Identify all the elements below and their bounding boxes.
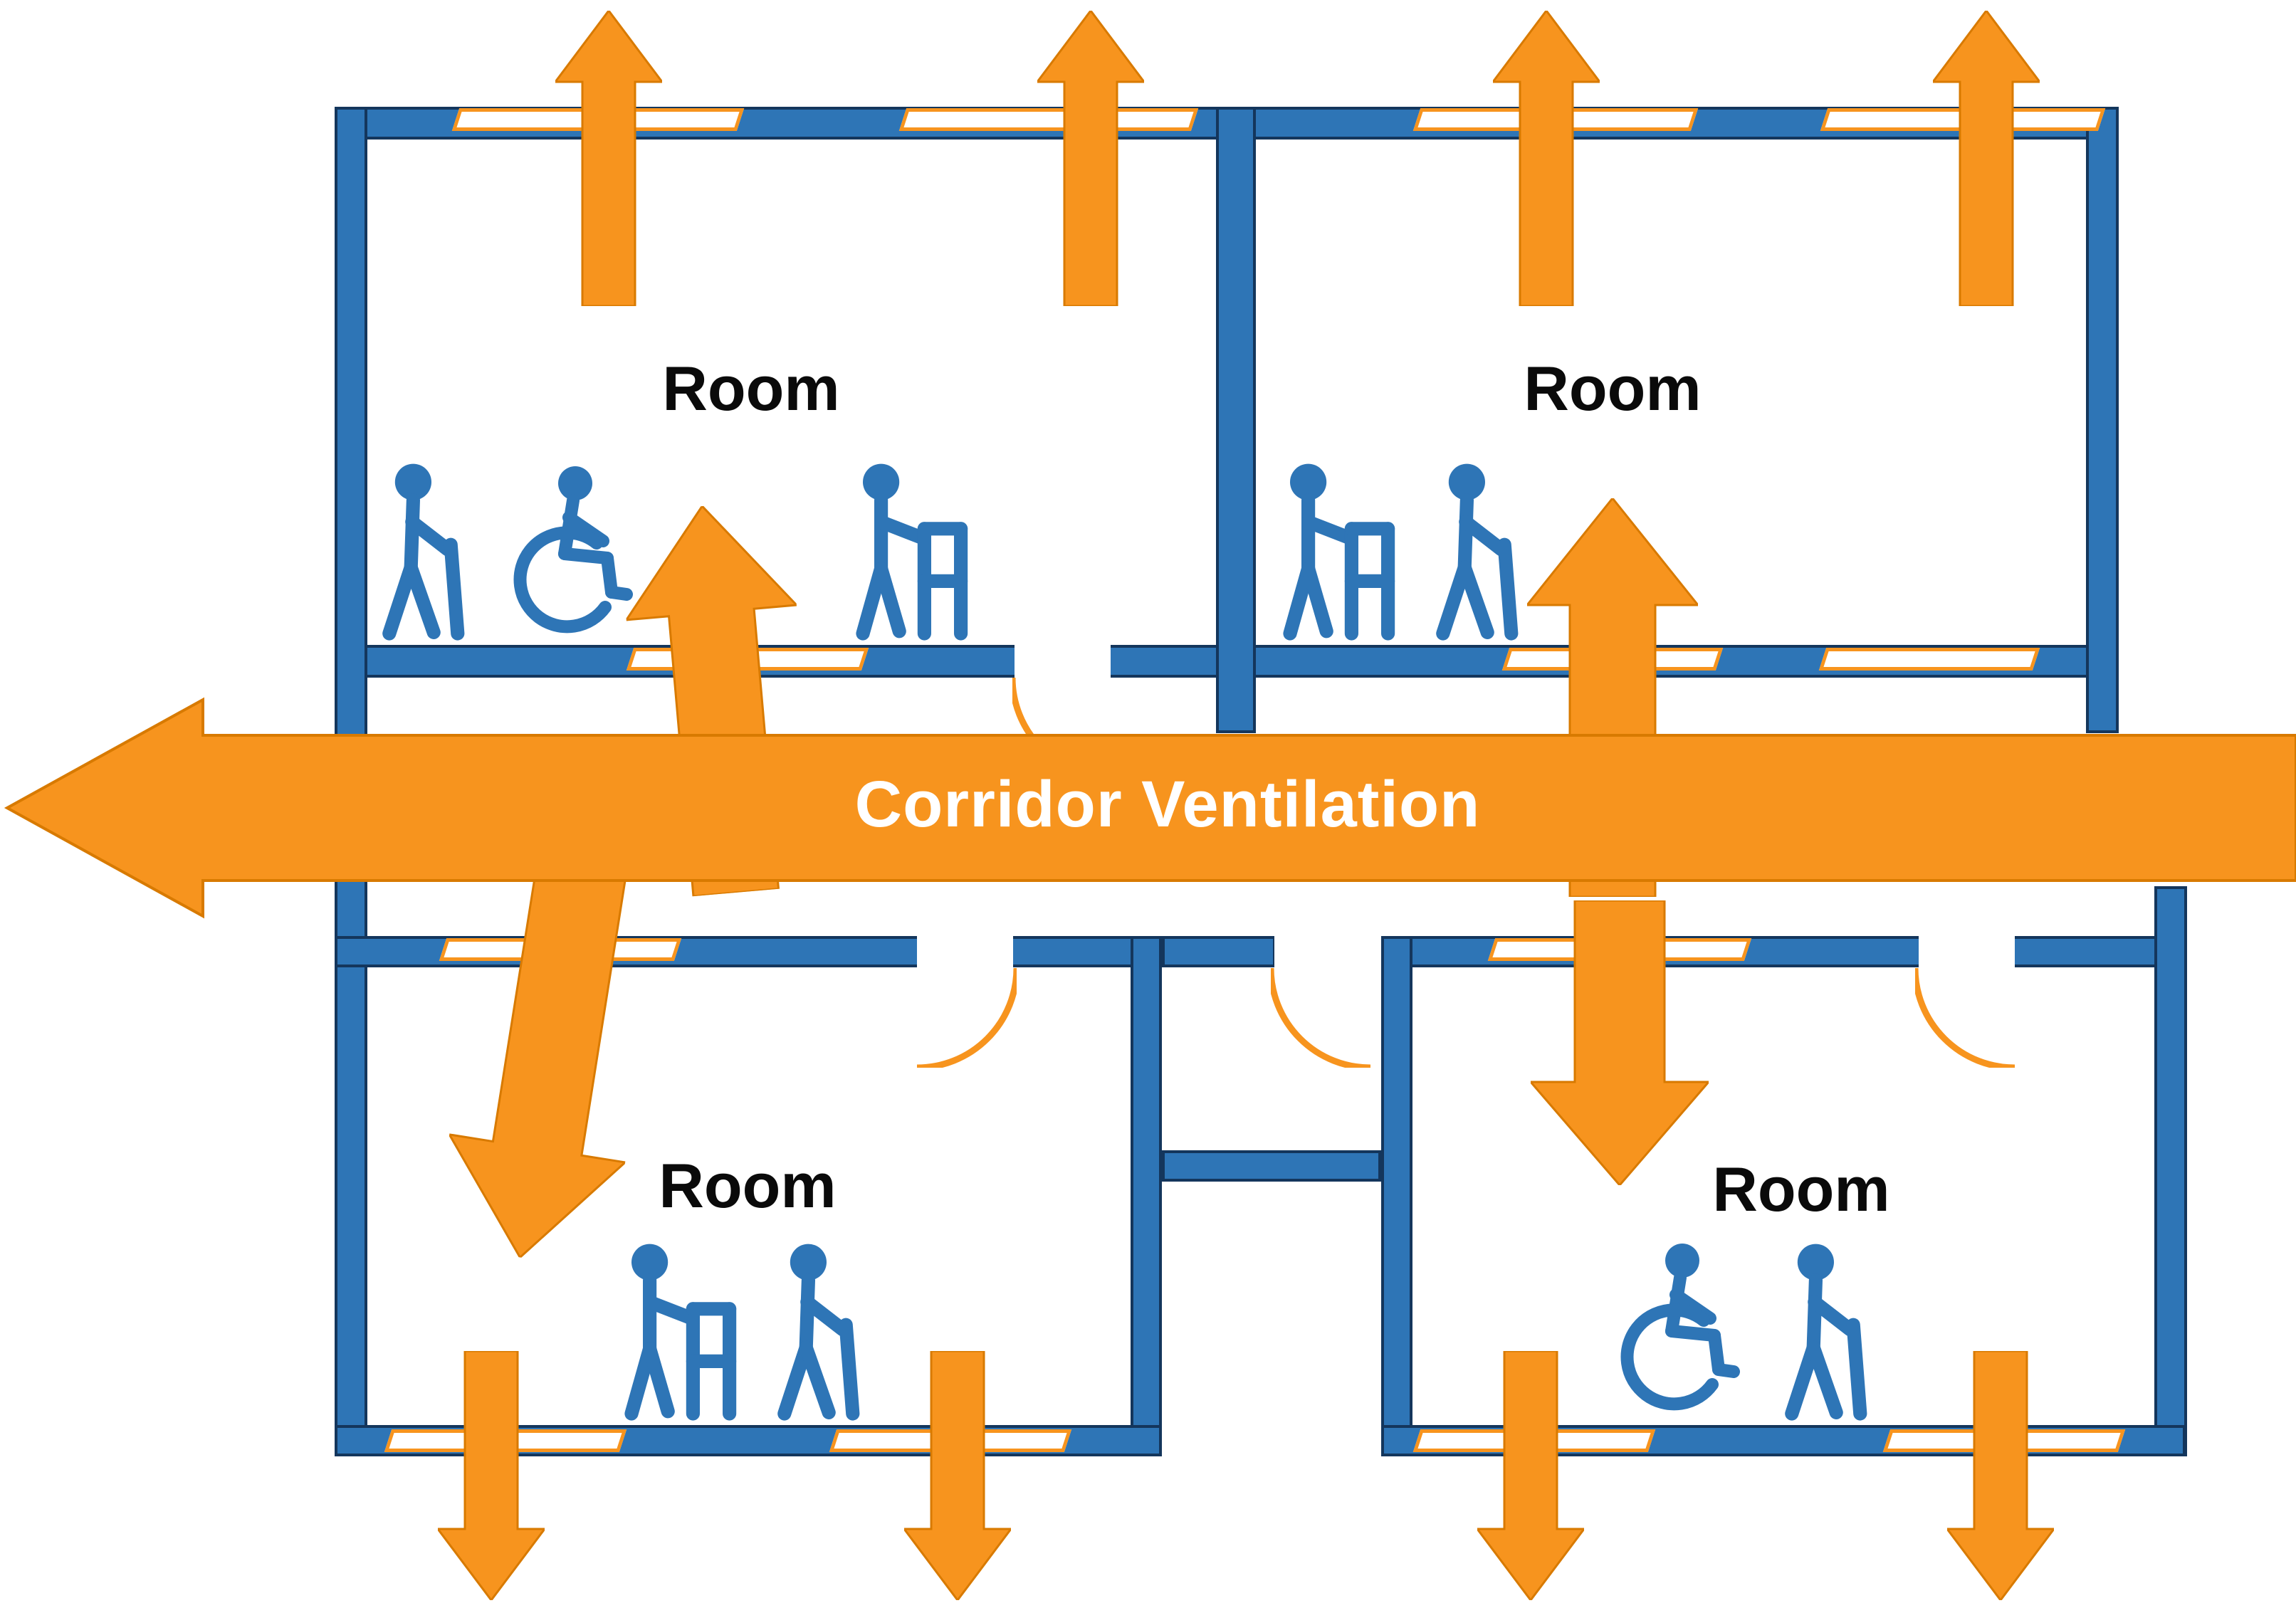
window-exhaust-down-arrow bbox=[1947, 1351, 2054, 1600]
window-exhaust-up-arrow bbox=[1037, 11, 1144, 306]
corridor-ventilation-label: Corridor Ventilation bbox=[854, 768, 1481, 841]
door-swing-arc bbox=[1915, 968, 2015, 1068]
wall-between-top-rooms bbox=[1216, 107, 1256, 733]
wheelchair-user-icon bbox=[1605, 1244, 1755, 1425]
window-exhaust-up-arrow bbox=[555, 11, 662, 306]
wall-top-right-room-right bbox=[2086, 107, 2119, 733]
window-exhaust-down-arrow bbox=[1477, 1351, 1584, 1600]
room-label-bottom-left: Room bbox=[659, 1150, 837, 1221]
person-with-cane-icon bbox=[1766, 1243, 1891, 1425]
wall-bottom-left-room-right bbox=[1131, 936, 1162, 1456]
window-exhaust-up-arrow bbox=[1933, 11, 2040, 306]
wall-nook-bottom bbox=[1162, 1150, 1381, 1182]
door-swing-arc bbox=[1271, 968, 1370, 1068]
person-with-walker-icon bbox=[609, 1243, 745, 1425]
door-opening bbox=[1919, 933, 2015, 970]
person-with-cane-icon bbox=[363, 463, 488, 645]
window-exhaust-down-arrow bbox=[904, 1351, 1011, 1600]
room-label-top-right: Room bbox=[1524, 353, 1702, 424]
corridor-ventilation-arrow bbox=[4, 697, 2296, 919]
wall-bottom-right-room-right bbox=[2154, 886, 2187, 1456]
door-opening bbox=[1274, 933, 1381, 970]
wall-bottom-right-room-left bbox=[1381, 936, 1412, 1456]
wall-nook-top bbox=[1162, 936, 1276, 967]
window-exhaust-down-arrow bbox=[438, 1351, 545, 1600]
room-label-top-left: Room bbox=[662, 353, 840, 424]
door-opening bbox=[1015, 642, 1111, 680]
door-swing-arc bbox=[917, 968, 1017, 1068]
corridor-to-room-down-arrow bbox=[1531, 900, 1709, 1185]
window-vent bbox=[1818, 648, 2040, 671]
wheelchair-user-icon bbox=[498, 466, 648, 648]
person-with-walker-icon bbox=[1267, 463, 1404, 645]
door-opening bbox=[917, 933, 1013, 970]
person-with-cane-icon bbox=[1417, 463, 1542, 645]
person-with-cane-icon bbox=[758, 1243, 884, 1425]
person-with-walker-icon bbox=[840, 463, 977, 645]
window-exhaust-up-arrow bbox=[1493, 11, 1600, 306]
room-label-bottom-right: Room bbox=[1712, 1154, 1890, 1224]
